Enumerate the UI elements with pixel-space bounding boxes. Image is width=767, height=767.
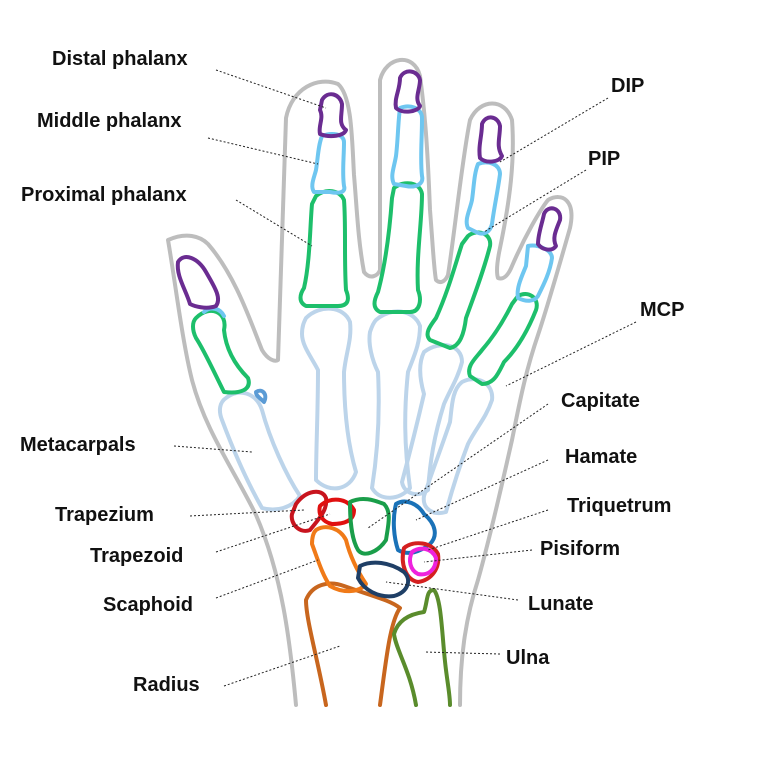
middle-phalanx-index <box>310 132 347 195</box>
sesamoid-bone <box>254 388 268 404</box>
proximal-phalanx-middle <box>372 181 424 314</box>
middle-phalanx-little <box>515 243 554 303</box>
leader-trapezium <box>189 509 305 517</box>
metacarpal-little <box>421 377 495 515</box>
label-ulna: Ulna <box>506 647 550 669</box>
pisiform-bone <box>408 546 438 577</box>
metacarpal-middle <box>367 309 422 500</box>
label-distal-phalanx: Distal phalanx <box>52 48 188 70</box>
leader-hamate <box>415 459 549 521</box>
label-capitate: Capitate <box>561 390 640 412</box>
leader-dip <box>499 97 609 163</box>
labels: Distal phalanx Middle phalanx Proximal p… <box>20 48 684 696</box>
middle-phalanges <box>202 104 554 318</box>
triquetrum-bone <box>400 541 441 584</box>
label-metacarpals: Metacarpals <box>20 434 136 456</box>
label-pip: PIP <box>588 148 620 170</box>
label-trapezium: Trapezium <box>55 504 154 526</box>
ulna-bone <box>392 588 452 707</box>
label-dip: DIP <box>611 75 644 97</box>
hand-outline <box>166 57 574 707</box>
leader-trapezoid <box>215 513 331 553</box>
distal-phalanx-ring <box>477 115 504 164</box>
scaphoid-bone <box>310 525 368 593</box>
distal-phalanx-middle <box>393 69 422 114</box>
middle-phalanx-middle <box>390 104 425 189</box>
capitate-bone <box>348 496 391 556</box>
label-proximal-phalanx: Proximal phalanx <box>21 184 187 206</box>
label-lunate: Lunate <box>528 593 594 615</box>
label-middle-phalanx: Middle phalanx <box>37 110 181 132</box>
leader-distal-phalanx <box>215 69 327 109</box>
leader-triquetrum <box>427 509 549 551</box>
leader-middle-phalanx <box>207 137 319 165</box>
proximal-phalanx-ring <box>425 230 493 350</box>
carpal-bones <box>289 489 441 599</box>
proximal-phalanx-index <box>298 189 350 308</box>
leader-radius <box>223 645 341 687</box>
leader-ulna <box>423 651 501 655</box>
leader-lines <box>173 69 637 687</box>
label-trapezoid: Trapezoid <box>90 545 183 567</box>
radius-bone <box>304 581 402 707</box>
proximal-phalanges <box>191 181 539 395</box>
lunate-bone <box>356 560 411 599</box>
label-mcp: MCP <box>640 299 684 321</box>
middle-phalanx-ring <box>464 160 502 236</box>
distal-phalanges <box>175 69 563 310</box>
distal-phalanx-little <box>536 206 563 252</box>
metacarpals <box>217 306 495 515</box>
leader-metacarpals <box>173 445 253 453</box>
distal-phalanx-thumb <box>175 255 221 310</box>
label-scaphoid: Scaphoid <box>103 594 193 616</box>
metacarpal-thumb <box>217 390 302 512</box>
leader-capitate <box>367 403 549 529</box>
middle-phalanx-thumb <box>202 306 226 318</box>
leader-scaphoid <box>215 559 319 599</box>
label-hamate: Hamate <box>565 446 637 468</box>
proximal-phalanx-thumb <box>191 308 251 395</box>
label-pisiform: Pisiform <box>540 538 620 560</box>
label-triquetrum: Triquetrum <box>567 495 671 517</box>
leader-proximal-phalanx <box>235 199 313 247</box>
proximal-phalanx-little <box>467 291 539 386</box>
leader-mcp <box>505 321 637 387</box>
metacarpal-index <box>300 306 358 491</box>
label-radius: Radius <box>133 674 200 696</box>
distal-phalanx-index <box>317 92 348 139</box>
trapezoid-bone <box>317 497 356 526</box>
